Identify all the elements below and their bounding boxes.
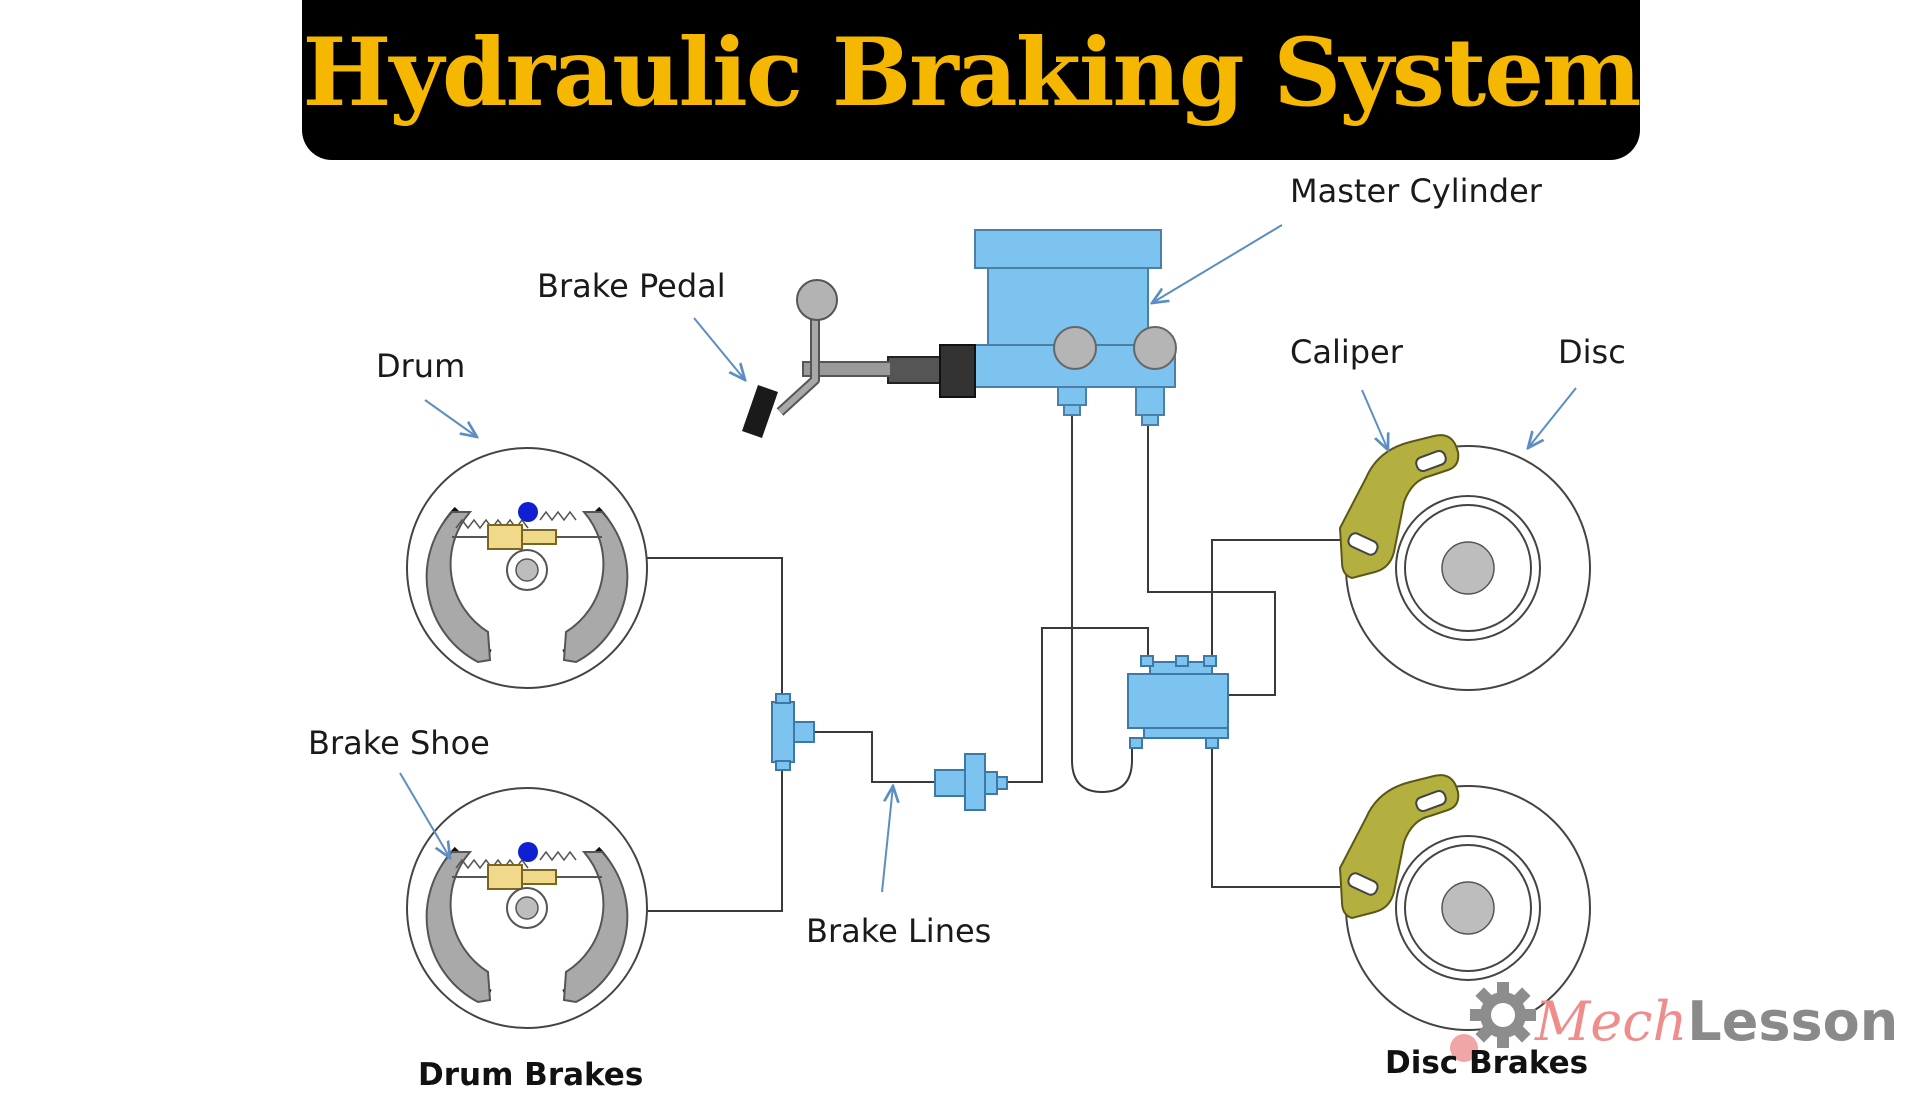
watermark-part2: Lesson [1687, 990, 1899, 1053]
label-drum: Drum [376, 347, 466, 385]
label-brake-lines: Brake Lines [806, 912, 992, 950]
callout-arrows [399, 224, 1577, 893]
brake-pedal [742, 279, 892, 438]
master-cylinder [887, 229, 1177, 426]
gear-icon [1470, 982, 1536, 1048]
watermark-part1: Mech [1535, 990, 1688, 1053]
diagram-title: Hydraulic Braking System [302, 18, 1642, 128]
section-disc-brakes: Disc Brakes [1385, 1045, 1589, 1081]
distributor-block [1127, 655, 1229, 749]
label-caliper: Caliper [1290, 333, 1403, 371]
small-gear-icon [1450, 1034, 1478, 1062]
proportioning-valve [934, 753, 1008, 811]
title-banner: Hydraulic Braking System [302, 0, 1642, 160]
drum-brake-front [406, 447, 648, 689]
section-drum-brakes: Drum Brakes [418, 1057, 644, 1093]
junction-block [771, 693, 815, 771]
label-brake-shoe: Brake Shoe [308, 724, 490, 762]
brake-lines [645, 415, 1340, 912]
drum-brake-rear [406, 787, 648, 1029]
label-disc: Disc [1558, 333, 1626, 371]
disc-brake-rear [1338, 774, 1591, 1031]
disc-brake-front [1338, 434, 1591, 691]
watermark-logo: MechLesson [1535, 995, 1898, 1049]
label-master-cylinder: Master Cylinder [1290, 172, 1542, 210]
label-brake-pedal: Brake Pedal [537, 267, 726, 305]
